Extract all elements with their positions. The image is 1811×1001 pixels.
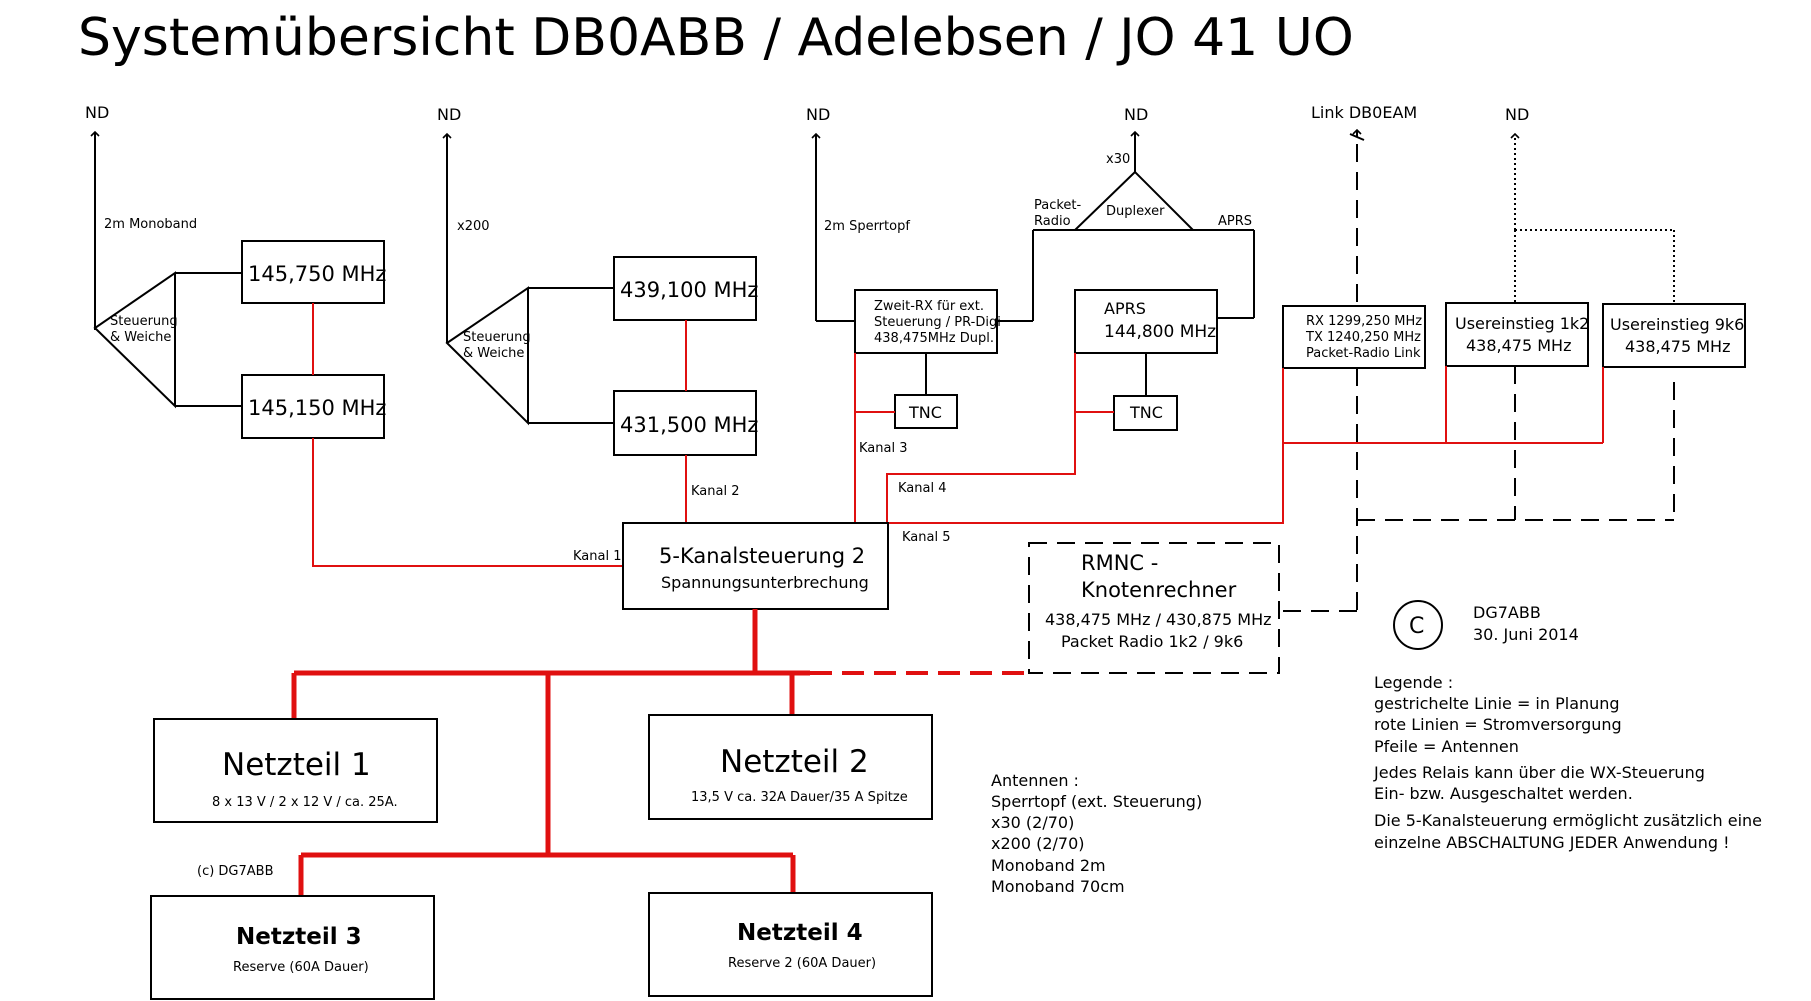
controller-line-2: Spannungsunterbrechung bbox=[661, 573, 869, 592]
nd-label-2: ND bbox=[437, 105, 461, 124]
controller-line-1: 5-Kanalsteuerung 2 bbox=[659, 544, 865, 568]
psu-3-name: Netzteil 3 bbox=[236, 924, 362, 950]
antennas-item-1: Sperrtopf (ext. Steuerung) bbox=[991, 792, 1202, 811]
copyright-symbol: C bbox=[1409, 614, 1424, 639]
antenna-type-x30: x30 bbox=[1106, 152, 1130, 167]
nd-label-3: ND bbox=[806, 105, 830, 124]
antennas-item-3: x200 (2/70) bbox=[991, 834, 1085, 853]
psu-1-spec: 8 x 13 V / 2 x 12 V / ca. 25A. bbox=[212, 795, 398, 810]
antennas-item-2: x30 (2/70) bbox=[991, 813, 1074, 832]
zweit-rx-line-3: 438,475MHz Dupl. bbox=[874, 331, 994, 346]
copyright-icon bbox=[1393, 600, 1443, 650]
duplexer bbox=[1072, 170, 1196, 231]
author-small: (c) DG7ABB bbox=[197, 864, 274, 879]
duplexer-label: Duplexer bbox=[1106, 204, 1165, 219]
box-user-9k6 bbox=[1602, 303, 1746, 368]
link-cross-icon bbox=[1349, 133, 1365, 141]
rmnc-line-2: Knotenrechner bbox=[1081, 578, 1237, 602]
power-kanal-5 bbox=[887, 443, 1284, 524]
power-kanal-3 bbox=[854, 353, 895, 523]
legend-line-7: einzelne ABSCHALTUNG JEDER Anwendung ! bbox=[1374, 833, 1730, 852]
author-name: DG7ABB bbox=[1473, 603, 1541, 622]
duplexer-packet-label-1: Packet- bbox=[1034, 198, 1082, 213]
legend-title: Legende : bbox=[1374, 673, 1453, 692]
page-title: Systemübersicht DB0ABB / Adelebsen / JO … bbox=[78, 8, 1354, 68]
user-9k6-line-1: Usereinstieg 9k6 bbox=[1610, 315, 1744, 334]
legend-line-6: Die 5-Kanalsteuerung ermöglicht zusätzli… bbox=[1374, 811, 1762, 830]
box-rmnc bbox=[1028, 542, 1280, 674]
antenna-monoband: ND 2m Monoband Steuerung & Weiche bbox=[85, 103, 242, 409]
antenna-type-sperrtopf: 2m Sperrtopf bbox=[824, 219, 910, 234]
freq-439100: 439,100 MHz bbox=[620, 278, 758, 302]
duplexer-aprs-label: APRS bbox=[1218, 214, 1252, 229]
link-line-3: Packet-Radio Link bbox=[1306, 346, 1421, 361]
box-145750 bbox=[241, 240, 385, 304]
nd-label-1: ND bbox=[85, 103, 109, 122]
kanal-1-label: Kanal 1 bbox=[573, 549, 621, 564]
box-user-1k2 bbox=[1445, 302, 1589, 367]
splitter-left bbox=[93, 271, 176, 409]
kanal-3-label: Kanal 3 bbox=[859, 441, 907, 456]
nd-label-4: ND bbox=[1124, 105, 1148, 124]
rmnc-line-3: 438,475 MHz / 430,875 MHz bbox=[1045, 610, 1272, 629]
splitter-mid-label-2: & Weiche bbox=[463, 346, 524, 361]
zweit-rx-line-1: Zweit-RX für ext. bbox=[874, 299, 984, 314]
freq-145150: 145,150 MHz bbox=[248, 396, 386, 420]
tnc-2-label: TNC bbox=[1129, 403, 1163, 422]
freq-145750: 145,750 MHz bbox=[248, 262, 386, 286]
kanal-5-label: Kanal 5 bbox=[902, 530, 950, 545]
zweit-rx-line-2: Steuerung / PR-Digi bbox=[874, 315, 1001, 330]
freq-431500: 431,500 MHz bbox=[620, 413, 758, 437]
box-439100 bbox=[613, 256, 757, 321]
psu-4-name: Netzteil 4 bbox=[737, 920, 863, 946]
antennas-item-5: Monoband 70cm bbox=[991, 877, 1125, 896]
user-1k2-line-2: 438,475 MHz bbox=[1466, 336, 1571, 355]
box-psu-3 bbox=[150, 895, 435, 1000]
antenna-x200: ND x200 Steuerung & Weiche bbox=[437, 105, 614, 426]
legend-line-4: Jedes Relais kann über die WX-Steuerung bbox=[1373, 763, 1705, 782]
antennas-title: Antennen : bbox=[991, 771, 1079, 790]
power-kanal-4 bbox=[886, 353, 1076, 523]
kanal-2-label: Kanal 2 bbox=[691, 484, 739, 499]
box-link bbox=[1282, 305, 1426, 369]
box-psu-1 bbox=[153, 718, 438, 823]
aprs-line-2: 144,800 MHz bbox=[1104, 322, 1216, 342]
box-431500 bbox=[613, 390, 757, 456]
rmnc-line-4: Packet Radio 1k2 / 9k6 bbox=[1061, 632, 1243, 651]
box-psu-2 bbox=[648, 714, 933, 820]
psu-4-spec: Reserve 2 (60A Dauer) bbox=[728, 956, 876, 971]
legend-line-3: Pfeile = Antennen bbox=[1374, 737, 1519, 756]
legend-line-2: rote Linien = Stromversorgung bbox=[1374, 715, 1622, 734]
legend-line-1: gestrichelte Linie = in Planung bbox=[1374, 694, 1620, 713]
link-line-1: RX 1299,250 MHz bbox=[1306, 314, 1422, 329]
box-psu-4 bbox=[648, 892, 933, 997]
antenna-type-monoband: 2m Monoband bbox=[104, 217, 197, 232]
link-label: Link DB0EAM bbox=[1311, 103, 1417, 122]
psu-2-spec: 13,5 V ca. 32A Dauer/35 A Spitze bbox=[691, 790, 908, 805]
splitter-left-label-2: & Weiche bbox=[110, 330, 171, 345]
splitter-mid-label-1: Steuerung bbox=[463, 330, 531, 345]
kanal-4-label: Kanal 4 bbox=[898, 481, 946, 496]
user-9k6-line-2: 438,475 MHz bbox=[1625, 337, 1730, 356]
power-kanal-1 bbox=[312, 438, 623, 567]
psu-3-spec: Reserve (60A Dauer) bbox=[233, 960, 369, 975]
nd-label-5: ND bbox=[1505, 105, 1529, 124]
psu-1-name: Netzteil 1 bbox=[222, 747, 371, 783]
splitter-mid bbox=[445, 286, 529, 426]
antennas-item-4: Monoband 2m bbox=[991, 856, 1106, 875]
legend-line-5: Ein- bzw. Ausgeschaltet werden. bbox=[1374, 784, 1633, 803]
splitter-left-label-1: Steuerung bbox=[110, 314, 178, 329]
author-date: 30. Juni 2014 bbox=[1473, 625, 1579, 644]
duplexer-packet-label-2: Radio bbox=[1034, 214, 1071, 229]
rmnc-line-1: RMNC - bbox=[1081, 551, 1158, 575]
box-controller bbox=[622, 522, 889, 610]
tnc-1-label: TNC bbox=[908, 403, 942, 422]
box-tnc-1 bbox=[894, 394, 958, 429]
aprs-line-1: APRS bbox=[1104, 299, 1146, 318]
link-line-2: TX 1240,250 MHz bbox=[1305, 330, 1421, 345]
antenna-type-x200: x200 bbox=[457, 219, 490, 234]
user-1k2-line-1: Usereinstieg 1k2 bbox=[1455, 314, 1589, 333]
psu-2-name: Netzteil 2 bbox=[720, 744, 869, 780]
